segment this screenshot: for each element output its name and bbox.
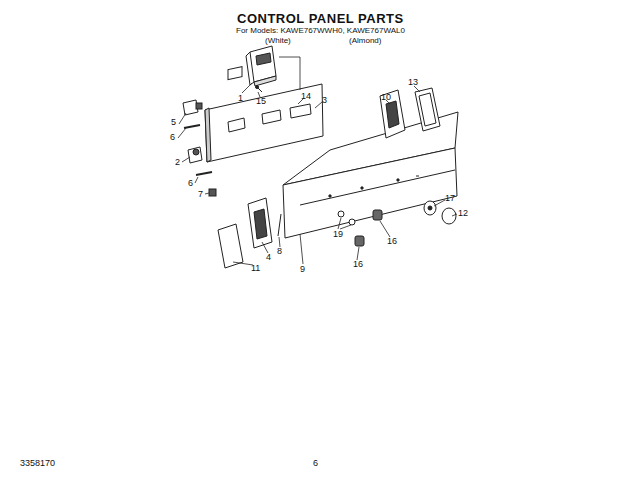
callout-number: 2 <box>175 158 180 167</box>
callout-number: 14 <box>301 92 311 101</box>
color-note: (White) <box>265 37 291 45</box>
callout-number: 11 <box>251 264 260 273</box>
callout-number: 19 <box>333 230 343 239</box>
callout-number: 10 <box>381 93 391 102</box>
callout-number: 7 <box>198 190 203 199</box>
callout-number: 8 <box>277 247 282 256</box>
callout-number: 16 <box>353 260 363 269</box>
callout-number: 1 <box>238 94 243 103</box>
callout-number: 9 <box>300 265 305 274</box>
callout-number: 6 <box>170 133 175 142</box>
callout-number: 15 <box>256 97 266 106</box>
callout-number: 4 <box>266 253 271 262</box>
part-number: 3358170 <box>20 459 55 468</box>
callout-number: 16 <box>387 237 397 246</box>
diagram-title: CONTROL PANEL PARTS <box>237 12 404 25</box>
color-note: (Almond) <box>349 37 381 45</box>
page-number: 6 <box>313 459 318 468</box>
callout-number: 6 <box>188 179 193 188</box>
model-list: For Models: KAWE767WWH0, KAWE767WAL0 <box>236 27 405 35</box>
callout-number: 13 <box>408 78 418 87</box>
callout-number: 17 <box>445 194 455 203</box>
callout-number: 12 <box>458 209 468 218</box>
callout-number: 5 <box>171 118 176 127</box>
callout-number: 3 <box>322 96 327 105</box>
